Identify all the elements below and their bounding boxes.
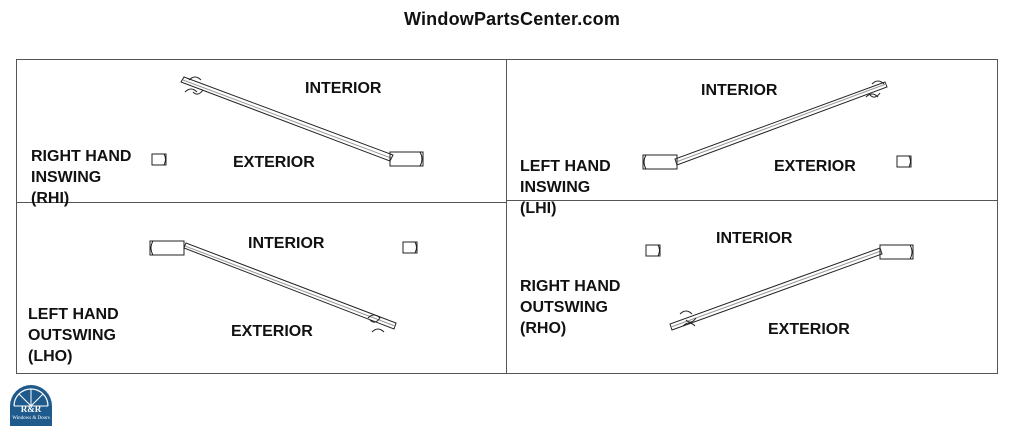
door-rhi [151, 76, 424, 167]
interior-label-rhi: INTERIOR [305, 80, 382, 97]
logo-mark: R&R [20, 404, 42, 414]
exterior-label-lhi: EXTERIOR [774, 158, 856, 175]
interior-label-lhi: INTERIOR [701, 82, 778, 99]
diagram-grid [16, 59, 998, 374]
exterior-label-rhi: EXTERIOR [233, 154, 315, 171]
logo-tagline: Windows & Doors [12, 416, 50, 421]
door-rho [645, 244, 914, 331]
door-lho [149, 240, 418, 333]
interior-label-lho: INTERIOR [248, 235, 325, 252]
divider-right [507, 200, 998, 201]
divider-vertical [506, 59, 507, 374]
exterior-label-rho: EXTERIOR [768, 321, 850, 338]
interior-label-rho: INTERIOR [716, 230, 793, 247]
divider-left [16, 202, 506, 203]
door-lhi [642, 80, 912, 170]
exterior-label-lho: EXTERIOR [231, 323, 313, 340]
rr-logo [10, 385, 52, 426]
site-title: WindowPartsCenter.com [403, 9, 621, 29]
